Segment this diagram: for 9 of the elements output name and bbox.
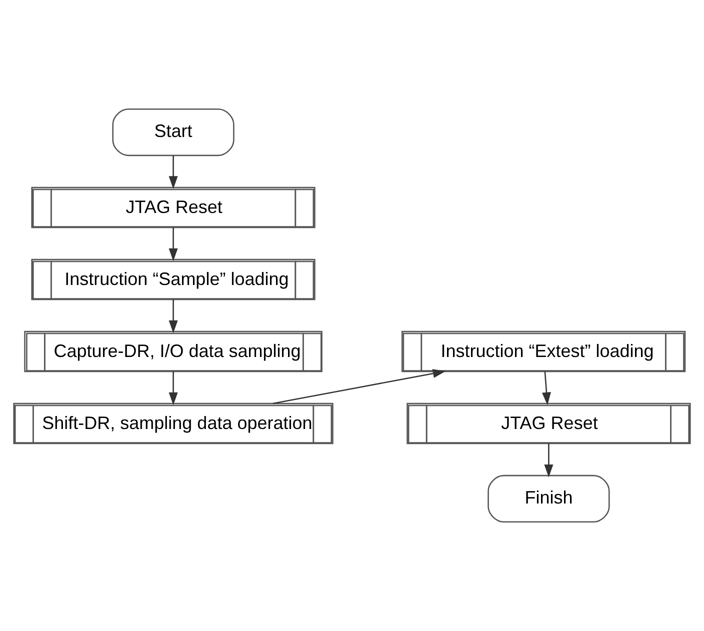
arrow xyxy=(544,444,554,478)
arrow xyxy=(168,300,178,334)
arrow xyxy=(168,228,178,262)
arrow xyxy=(168,156,178,190)
arrow xyxy=(272,369,446,404)
arrow xyxy=(542,372,551,406)
node-box: Start xyxy=(112,108,234,156)
arrow xyxy=(168,372,178,406)
node-box: Finish xyxy=(488,474,610,522)
